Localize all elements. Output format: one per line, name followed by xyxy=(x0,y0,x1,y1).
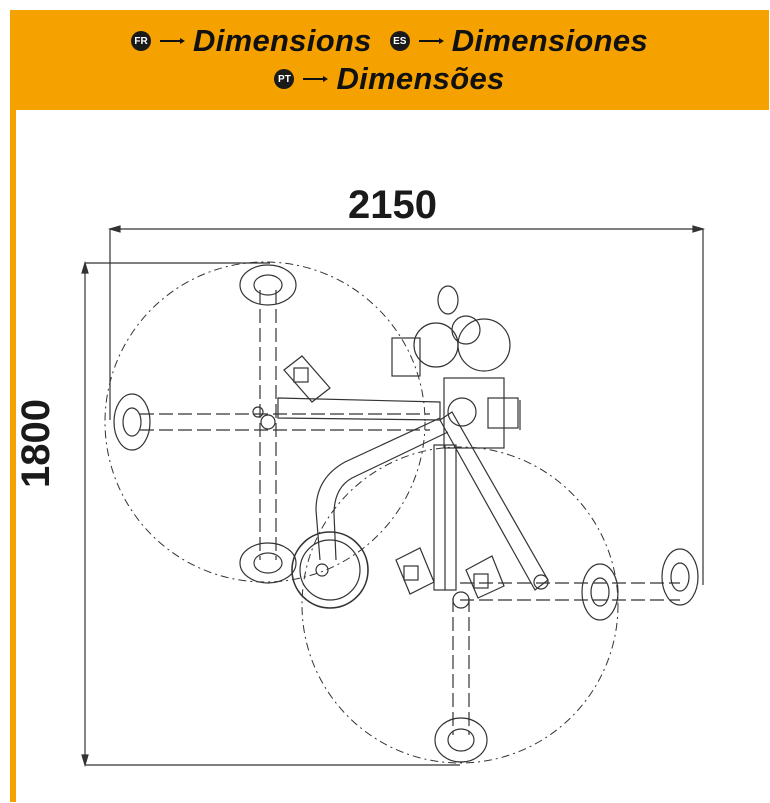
page-frame xyxy=(10,10,769,802)
suction-cup xyxy=(661,548,699,606)
suction-cup xyxy=(239,542,297,584)
arm-joint xyxy=(533,574,549,590)
title-es: Dimensiones xyxy=(451,23,648,58)
title-banner: FR Dimensions ES Dimensiones PT Dimensõe… xyxy=(10,10,769,110)
title-pt: Dimensões xyxy=(336,61,505,96)
lang-badge-pt: PT xyxy=(274,69,295,89)
suction-cup xyxy=(581,563,619,621)
width-dimension-line xyxy=(107,225,706,585)
lower-swing-arc xyxy=(301,446,619,764)
title-fr: Dimensions xyxy=(193,23,372,58)
arrow-right-icon xyxy=(303,76,329,82)
title-line-1: FR Dimensions ES Dimensiones xyxy=(131,22,648,60)
upper-swing-arc xyxy=(104,261,426,583)
upper-cross-frame xyxy=(140,290,430,560)
clamp-bracket xyxy=(465,555,505,599)
arrow-right-icon xyxy=(418,38,444,44)
height-dimension-line xyxy=(81,260,460,768)
suction-cup xyxy=(239,264,297,306)
suction-cup xyxy=(113,393,151,451)
motor-head xyxy=(391,285,521,449)
upper-arm xyxy=(252,397,441,421)
lang-badge-es: ES xyxy=(389,31,410,51)
clamp-bracket xyxy=(395,547,435,595)
suction-cup xyxy=(434,717,488,763)
lower-cross-frame xyxy=(452,582,680,735)
central-mast xyxy=(433,444,457,591)
clamp-bracket xyxy=(283,355,331,403)
curved-arm xyxy=(315,417,449,561)
title-line-2: PT Dimensões xyxy=(274,60,504,98)
wheel xyxy=(291,531,369,609)
lang-badge-fr: FR xyxy=(131,31,152,51)
width-dimension-label: 2150 xyxy=(348,183,437,227)
arrow-right-icon xyxy=(160,38,186,44)
